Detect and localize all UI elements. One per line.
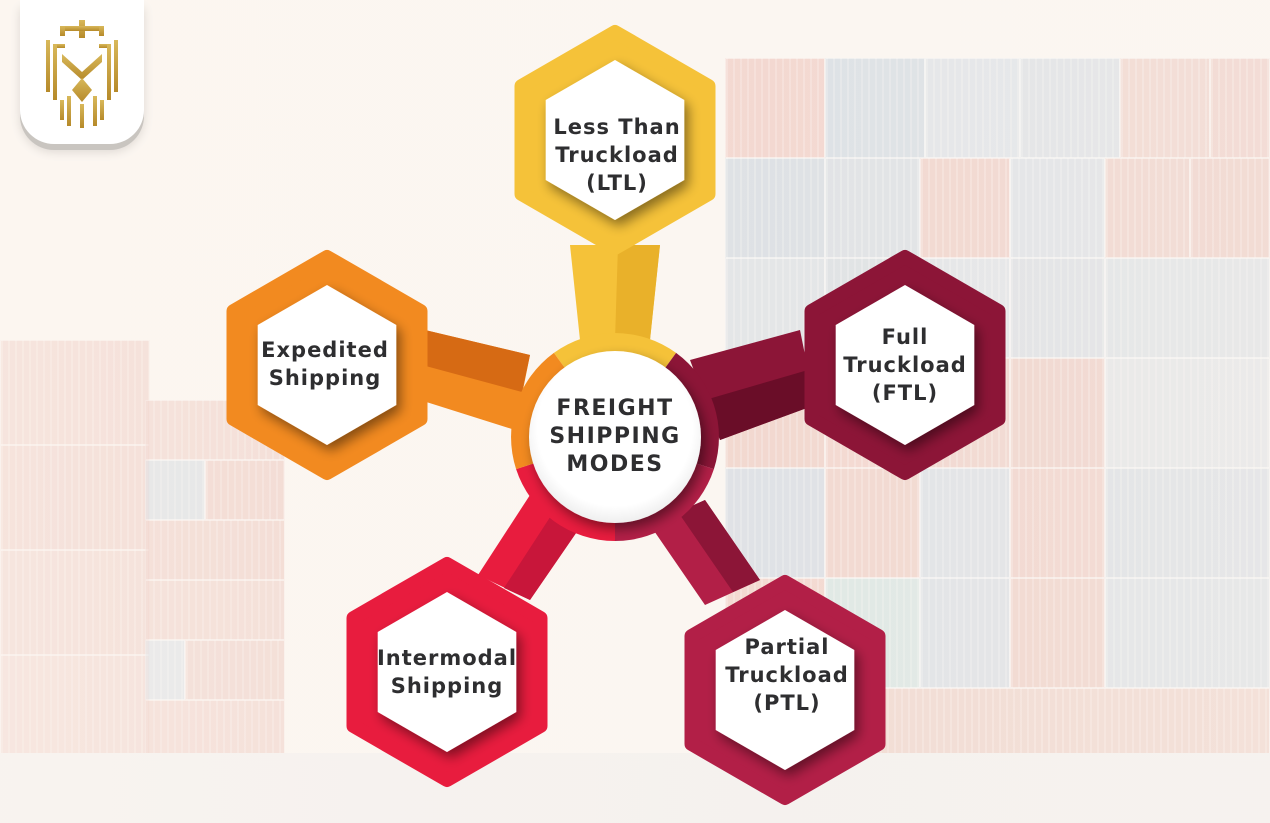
label-intermodal-line-2: Shipping xyxy=(390,674,504,698)
connector-ltl xyxy=(570,245,660,340)
label-ptl-line-1: Partial xyxy=(744,635,830,659)
label-ltl-line-1: Less Than xyxy=(553,115,681,139)
hex-intermodal[interactable] xyxy=(346,557,548,787)
logo-card[interactable] xyxy=(20,0,144,144)
label-ftl: Full Truckload (FTL) xyxy=(843,323,967,407)
label-expedited: Expedited Shipping xyxy=(261,336,389,392)
label-ltl-line-3: (LTL) xyxy=(586,171,648,195)
connector-ftl xyxy=(690,330,815,440)
label-ftl-line-3: (FTL) xyxy=(871,381,939,405)
label-expedited-line-1: Expedited xyxy=(261,338,389,362)
hex-ptl[interactable] xyxy=(684,575,886,805)
center-ring xyxy=(511,333,719,541)
label-ptl: Partial Truckload (PTL) xyxy=(725,633,849,717)
connector-ptl xyxy=(650,500,760,605)
label-ftl-line-1: Full xyxy=(881,325,929,349)
connector-expedited xyxy=(420,330,530,430)
hex-ftl[interactable] xyxy=(804,250,1006,480)
label-ftl-line-2: Truckload xyxy=(843,353,967,377)
hex-ltl[interactable] xyxy=(514,25,716,255)
center-title-line-1: FREIGHT xyxy=(556,396,674,421)
center-title: FREIGHT SHIPPING MODES xyxy=(549,395,680,479)
center-title-line-2: SHIPPING xyxy=(549,424,681,449)
label-expedited-line-2: Shipping xyxy=(268,366,382,390)
label-intermodal-line-1: Intermodal xyxy=(376,646,518,670)
label-ltl: Less Than Truckload (LTL) xyxy=(553,113,680,197)
label-ptl-line-3: (PTL) xyxy=(753,691,821,715)
label-ptl-line-2: Truckload xyxy=(725,663,849,687)
label-ltl-line-2: Truckload xyxy=(555,143,679,167)
hex-expedited[interactable] xyxy=(226,250,428,480)
brand-logo-icon xyxy=(46,20,118,128)
center-title-line-3: MODES xyxy=(566,452,664,477)
label-intermodal: Intermodal Shipping xyxy=(377,644,517,700)
